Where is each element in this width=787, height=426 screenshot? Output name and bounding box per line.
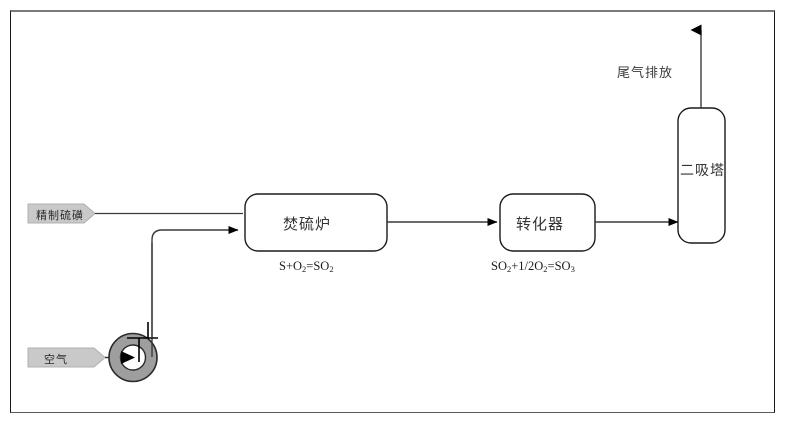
converter-label: 转化器 [516,215,565,233]
sulfur-furnace-label: 焚硫炉 [283,215,332,233]
air-feed-tag [27,347,106,368]
air-blower [108,332,158,383]
tail-gas-label: 尾气排放 [617,66,674,81]
converter-formula: SO2+1/2O2=SO3 [491,259,575,274]
air-feed-label: 空气 [44,353,68,366]
sulfur-furnace-formula: S+O2=SO2 [279,259,334,274]
sulfur-feed-tag [27,203,96,224]
second-absorption-tower-label: 二吸塔 [680,163,725,179]
air-pipe-to-furnace [151,226,239,338]
sulfur-feed-label: 精制硫磺 [36,209,84,222]
